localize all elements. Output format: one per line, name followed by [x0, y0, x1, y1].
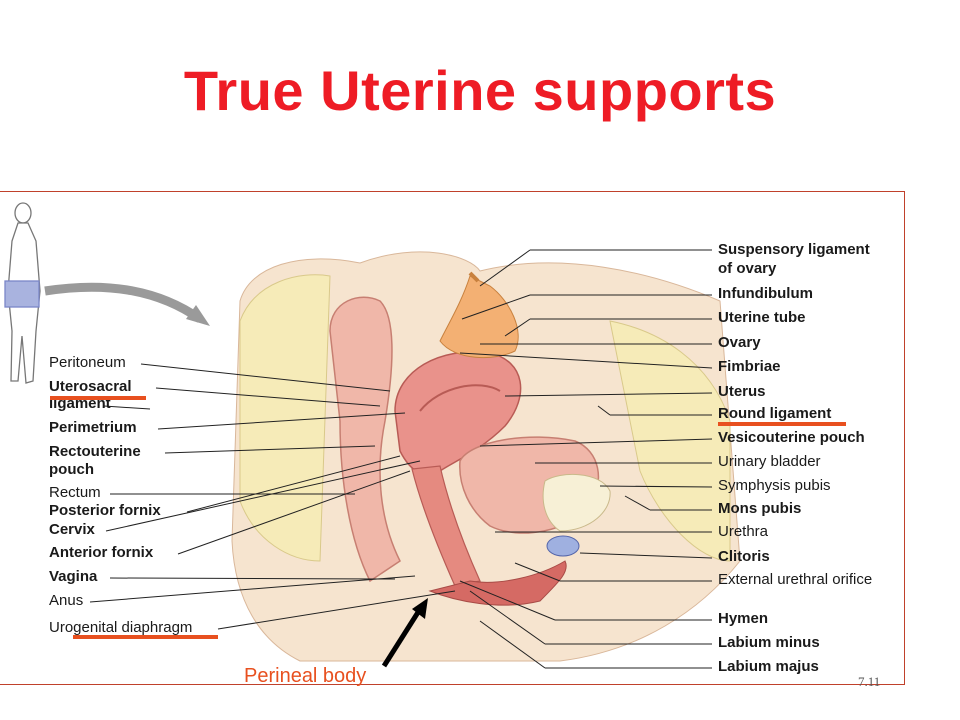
label-peritoneum: Peritoneum: [49, 354, 126, 371]
label-vagina: Vagina: [49, 568, 98, 585]
label-suspensory-ligament: Suspensory ligament: [718, 241, 870, 258]
label-ovary: Ovary: [718, 334, 761, 351]
vagina: [411, 465, 481, 587]
label-infundibulum: Infundibulum: [718, 285, 813, 302]
label-hymen: Hymen: [718, 610, 769, 627]
label-vesicouterine-pouch: Vesicouterine pouch: [718, 429, 865, 446]
anatomy-figure: [0, 191, 905, 685]
perineal-body-arrow: [381, 604, 425, 668]
label-labium-majus: Labium majus: [718, 658, 819, 675]
label-uterosacral-ligament: Uterosacral: [49, 378, 132, 395]
highlight-round-ligament: [718, 422, 846, 426]
leader-lines-left: [89, 363, 456, 630]
uterine-cavity: [419, 384, 501, 412]
leader-lines-right: [459, 249, 713, 669]
female-silhouette-icon: [4, 202, 41, 384]
highlight-uterosacral: [50, 396, 146, 400]
perineal-body-annotation: Perineal body: [244, 665, 367, 687]
label-mons-pubis: Mons pubis: [718, 500, 802, 517]
label-anus: Anus: [49, 592, 84, 609]
label-posterior-fornix: Posterior fornix: [49, 502, 161, 519]
label-rectum: Rectum: [49, 484, 101, 501]
fat-layer-posterior: [239, 274, 331, 562]
labia: [428, 560, 567, 606]
label-fimbriae: Fimbriae: [718, 358, 781, 375]
label-external-urethral-orifice: External urethral orifice: [718, 571, 873, 588]
label-uterus: Uterus: [718, 383, 766, 400]
suspensory-ligament: [468, 271, 480, 283]
label-anterior-fornix: Anterior fornix: [49, 544, 154, 561]
label-uterine-tube: Uterine tube: [718, 309, 806, 326]
label-cervix: Cervix: [49, 521, 95, 538]
label-urinary-bladder: Urinary bladder: [718, 453, 821, 470]
label-clitoris: Clitoris: [718, 548, 770, 565]
figure-number: 7.11: [858, 674, 881, 689]
label-round-ligament: Round ligament: [718, 405, 832, 422]
label-suspensory-ligament-2: of ovary: [718, 260, 777, 277]
rectum: [329, 296, 401, 583]
sagittal-section-illustration: [4, 202, 741, 669]
label-urethra: Urethra: [718, 523, 769, 540]
label-perimetrium: Perimetrium: [49, 419, 137, 436]
label-labium-minus: Labium minus: [718, 634, 820, 651]
label-rectouterine-pouch-2: pouch: [49, 461, 94, 478]
label-rectouterine-pouch: Rectouterine: [49, 443, 141, 460]
pointer-arrow: [44, 282, 203, 323]
label-symphysis-pubis: Symphysis pubis: [718, 477, 831, 494]
uterine-tube-shape: [439, 275, 519, 359]
page-title: True Uterine supports: [183, 59, 777, 122]
label-urogenital-diaphragm: Urogenital diaphragm: [49, 619, 193, 636]
highlight-urogenital-diaphragm: [73, 635, 218, 639]
symphysis-pubis: [542, 473, 611, 532]
clitoris-shape: [546, 535, 580, 557]
